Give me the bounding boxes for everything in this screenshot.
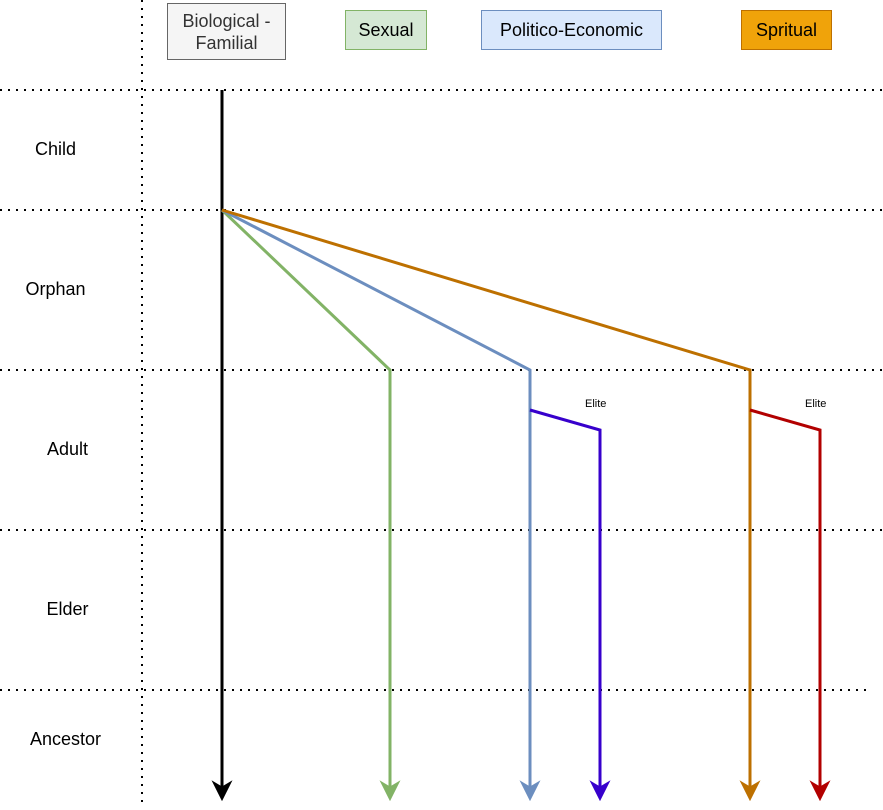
header-politico-economic-label: Politico-Economic bbox=[499, 20, 644, 40]
header-spiritual: Spritual bbox=[741, 10, 832, 50]
header-biological-familial-label: Biological - Familial bbox=[182, 10, 271, 53]
header-sexual: Sexual bbox=[345, 10, 427, 50]
politico-elite-label: Elite bbox=[585, 398, 607, 410]
spiritual-elite-branch bbox=[749, 408, 831, 802]
row-label-adult: Adult bbox=[46, 439, 89, 459]
row-label-elder: Elder bbox=[46, 599, 89, 619]
header-politico-economic: Politico-Economic bbox=[481, 10, 662, 50]
spiritual-elite-label: Elite bbox=[805, 398, 827, 410]
header-spiritual-label: Spritual bbox=[755, 20, 818, 40]
politico-economic-lifeline bbox=[221, 208, 541, 802]
sexual-lifeline bbox=[220, 208, 401, 802]
header-sexual-label: Sexual bbox=[358, 20, 414, 40]
row-label-child: Child bbox=[34, 139, 77, 159]
politico-elite-branch bbox=[529, 408, 611, 802]
spiritual-lifeline bbox=[221, 208, 761, 802]
header-biological-familial: Biological - Familial bbox=[167, 3, 286, 60]
row-label-ancestor: Ancestor bbox=[29, 729, 102, 749]
row-label-orphan: Orphan bbox=[25, 279, 86, 299]
